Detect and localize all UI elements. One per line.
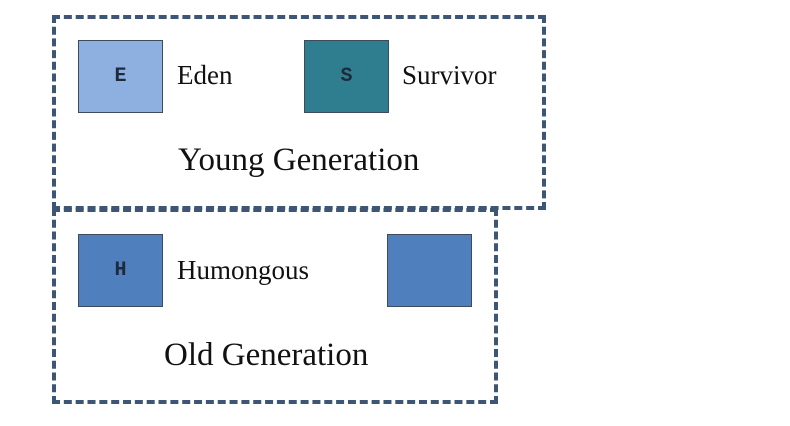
survivor-region: S (304, 40, 389, 113)
humongous-label: Humongous (177, 255, 310, 285)
eden-region: E (78, 40, 163, 113)
old-generation-title: Old Generation (164, 337, 369, 373)
humongous-region-letter: H (114, 259, 127, 282)
old-generation-group (52, 208, 498, 404)
young-generation-title: Young Generation (178, 142, 420, 178)
survivor-label: Survivor (402, 60, 497, 90)
humongous-region: H (78, 234, 163, 307)
eden-region-letter: E (114, 65, 127, 88)
unlabeled-old-region (387, 234, 472, 307)
survivor-region-letter: S (340, 65, 353, 88)
eden-label: Eden (177, 60, 233, 90)
